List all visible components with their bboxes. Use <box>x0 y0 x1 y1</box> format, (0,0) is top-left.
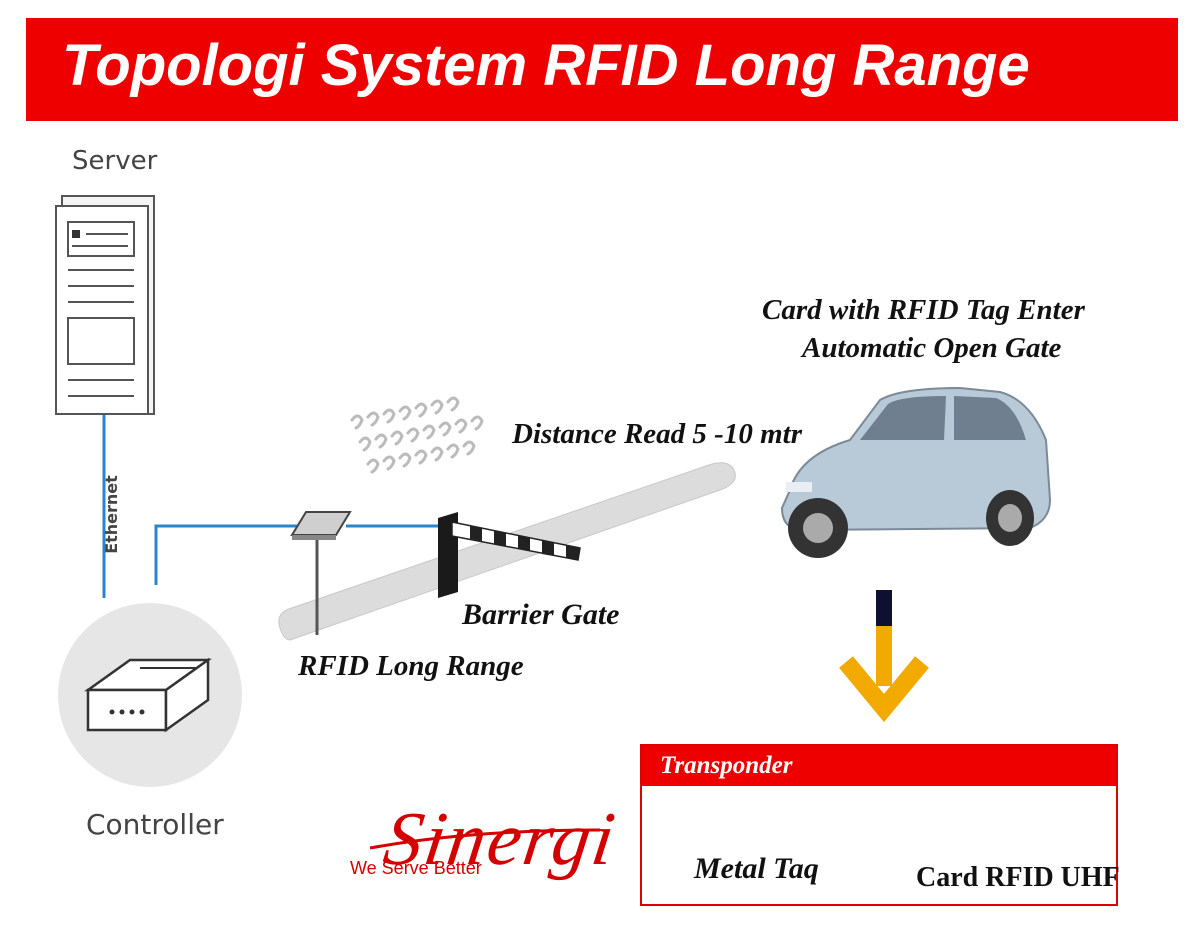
transponder-panel: Transponder <box>640 744 1118 906</box>
radio-wave-mark <box>350 414 364 430</box>
sinergi-logo-tagline: We Serve Better <box>350 858 482 878</box>
rfid-reader-label: RFID Long Range <box>298 650 524 682</box>
radio-wave-mark <box>390 430 404 446</box>
transponder-title: Transponder <box>660 752 793 779</box>
logo-swoosh <box>369 828 601 850</box>
radio-wave-mark <box>454 418 468 434</box>
radio-wave-mark <box>430 446 444 462</box>
barrier-gate-icon <box>438 512 581 598</box>
radio-wave-mark <box>374 433 388 449</box>
radio-waves-icon <box>350 396 484 474</box>
radio-wave-mark <box>366 458 380 474</box>
radio-wave-mark <box>382 455 396 471</box>
barrier-gate-label: Barrier Gate <box>462 598 620 631</box>
radio-wave-mark <box>358 436 372 452</box>
controller-icon <box>58 603 242 787</box>
radio-wave-mark <box>438 421 452 437</box>
car-caption-line2: Automatic Open Gate <box>802 332 1062 364</box>
ethernet-label: Ethernet <box>101 475 121 554</box>
radio-wave-mark <box>430 399 444 415</box>
car-icon <box>780 386 1052 558</box>
rfid-reader-icon <box>290 511 352 635</box>
radio-wave-mark <box>422 424 436 440</box>
transponder-header: Transponder <box>642 746 1116 786</box>
radio-wave-mark <box>470 415 484 431</box>
radio-wave-mark <box>398 452 412 468</box>
controller-reader-link <box>154 524 300 585</box>
controller-label: Controller <box>86 808 224 841</box>
radio-wave-mark <box>462 440 476 456</box>
road-strip <box>278 462 736 641</box>
distance-annotation: Distance Read 5 -10 mtr <box>512 418 802 450</box>
server-label: Server <box>72 146 158 176</box>
metal-tag-label: Metal Taq <box>694 852 819 885</box>
radio-wave-mark <box>406 427 420 443</box>
radio-wave-mark <box>446 396 460 412</box>
radio-wave-mark <box>398 405 412 421</box>
down-arrow-icon <box>839 590 929 723</box>
page-title: Topologi System RFID Long Range <box>62 33 1030 98</box>
radio-wave-mark <box>446 443 460 459</box>
car-caption-line1: Card with RFID Tag Enter <box>762 294 1085 326</box>
uhf-card-label: Card RFID UHF <box>916 862 1120 893</box>
radio-wave-mark <box>414 402 428 418</box>
server-icon <box>55 195 155 415</box>
radio-wave-mark <box>382 408 396 424</box>
radio-wave-mark <box>366 411 380 427</box>
network-lines <box>102 415 438 598</box>
title-banner: Topologi System RFID Long Range <box>26 18 1178 121</box>
radio-wave-mark <box>414 449 428 465</box>
